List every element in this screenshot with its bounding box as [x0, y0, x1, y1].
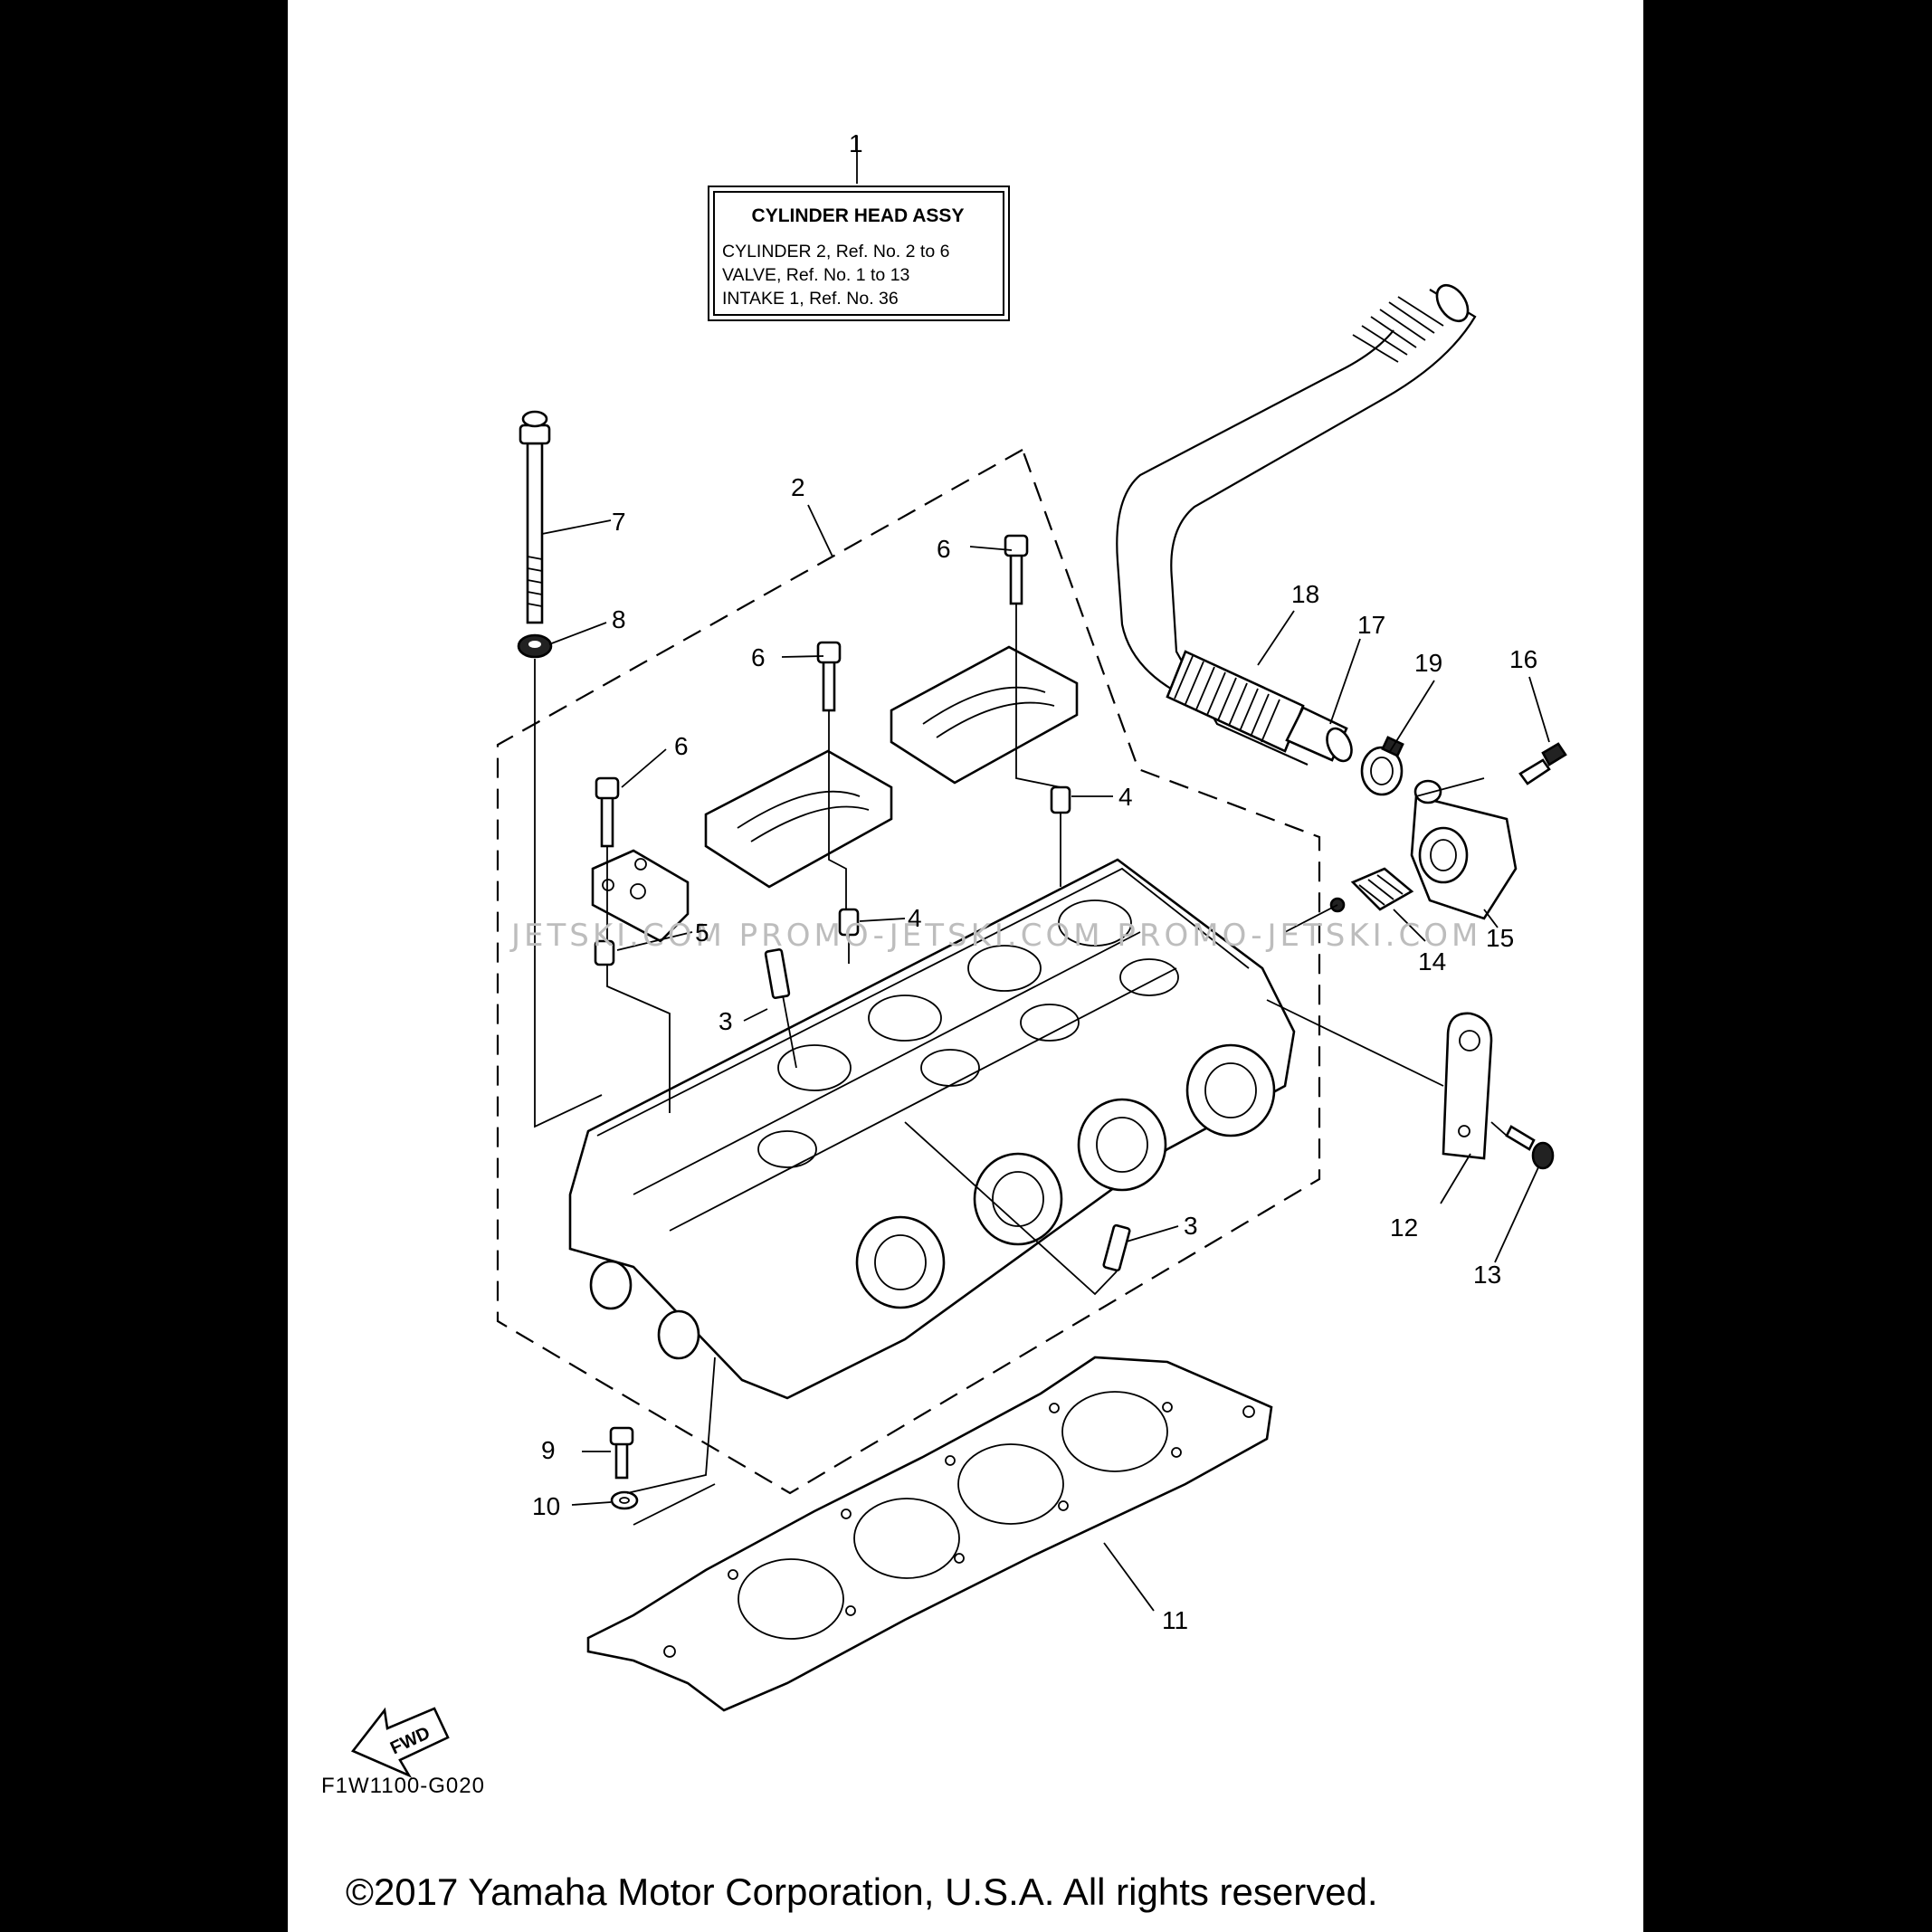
long-head-bolt: [519, 410, 551, 624]
callout-9: 9: [541, 1436, 556, 1464]
info-box-row: INTAKE 1, Ref. No. 36: [722, 289, 899, 309]
diagram-code: F1W1100-G020: [321, 1774, 485, 1798]
callout-6-left: 6: [674, 732, 689, 760]
callout-7: 7: [612, 508, 626, 536]
callout-18: 18: [1291, 580, 1319, 608]
thermostat: [1329, 867, 1414, 913]
forward-direction-arrow: FWD: [350, 1707, 450, 1778]
camshaft-cap-left: [591, 849, 690, 943]
cylinder-head-block: [568, 858, 1296, 1400]
bracket: [1442, 1012, 1493, 1160]
callout-6-upper: 6: [937, 535, 951, 563]
cap-bolt-2: [816, 641, 842, 712]
callout-3-upper: 3: [719, 1007, 733, 1035]
info-box-row: CYLINDER 2, Ref. No. 2 to 6: [722, 242, 950, 262]
hose-clamp: [1360, 736, 1404, 796]
callout-4-lower: 4: [908, 904, 922, 932]
callout-12: 12: [1390, 1213, 1418, 1242]
head-gasket: [586, 1356, 1273, 1712]
camshaft-cap-right: [890, 645, 1079, 785]
housing-bolt: [1518, 742, 1567, 785]
bracket-bolt: [1505, 1125, 1555, 1170]
callout-2: 2: [791, 473, 805, 501]
copyright-notice: ©2017 Yamaha Motor Corporation, U.S.A. A…: [346, 1870, 1378, 1913]
water-hose: [1116, 283, 1477, 766]
hose-bellows-end: [1166, 650, 1353, 763]
thermostat-housing: [1410, 779, 1518, 920]
assembly-dashed-boundary: [496, 448, 1321, 1495]
valve-guide-lower: [1102, 1223, 1131, 1272]
leader-lines: [541, 136, 1550, 1612]
callout-1: 1: [849, 129, 863, 157]
cap-bolt-3: [1004, 534, 1029, 605]
watermark-text: JETSKI.COM PROMO-JETSKI.COM PROMO-JETSKI…: [509, 918, 1481, 954]
small-washer: [610, 1490, 639, 1510]
dowel-pin-upper: [1050, 785, 1071, 814]
washer: [517, 633, 553, 659]
callout-3-lower: 3: [1184, 1212, 1198, 1240]
callout-15: 15: [1486, 924, 1514, 952]
info-box-title: CYLINDER HEAD ASSY: [751, 205, 965, 226]
small-bolt: [609, 1426, 634, 1480]
callout-8: 8: [612, 605, 626, 633]
callout-numbers: 1 2 7 8 6 6 6 4 4 5 3 3 18 17 19 16 15 1…: [532, 129, 1537, 1634]
cap-bolt-1: [595, 776, 620, 848]
callout-19: 19: [1414, 649, 1442, 677]
callout-4-upper: 4: [1118, 783, 1133, 811]
callout-13: 13: [1473, 1261, 1501, 1289]
assembly-info-box: CYLINDER HEAD ASSY CYLINDER 2, Ref. No. …: [708, 186, 1010, 321]
callout-6-middle: 6: [751, 643, 766, 671]
callout-5: 5: [695, 918, 709, 947]
callout-10: 10: [532, 1492, 560, 1520]
callout-16: 16: [1509, 645, 1537, 673]
valve-guide-upper: [764, 948, 791, 999]
info-box-row: VALVE, Ref. No. 1 to 13: [722, 265, 910, 285]
camshaft-cap-middle: [704, 749, 893, 889]
callout-17: 17: [1357, 611, 1385, 639]
dowel-pin-left: [594, 939, 615, 966]
reference-lines: [534, 604, 1508, 1526]
callout-11: 11: [1162, 1606, 1188, 1634]
callout-14: 14: [1418, 947, 1446, 976]
